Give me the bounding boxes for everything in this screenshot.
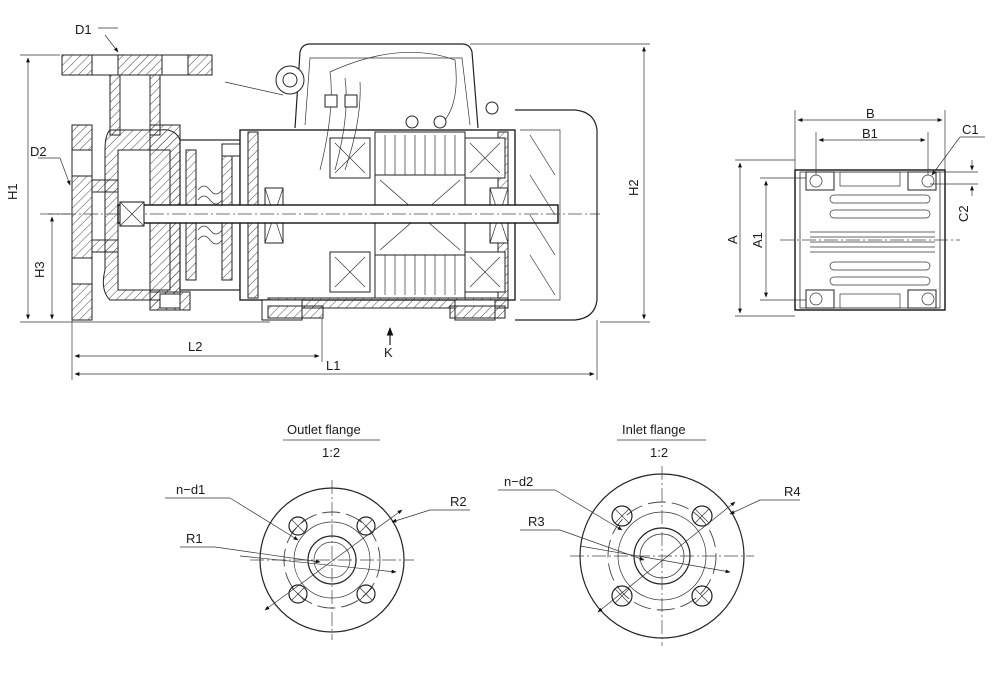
label-c1: C1 bbox=[962, 122, 979, 137]
label-h1: H1 bbox=[5, 183, 20, 200]
label-r1: R1 bbox=[186, 531, 203, 546]
label-a: A bbox=[725, 235, 740, 244]
motor-shaft bbox=[40, 201, 600, 227]
inlet-flange-scale: 1:2 bbox=[650, 445, 668, 460]
end-view bbox=[735, 110, 985, 317]
label-k: K bbox=[384, 345, 393, 360]
label-a1: A1 bbox=[750, 232, 765, 248]
label-h3: H3 bbox=[32, 261, 47, 278]
label-d1: D1 bbox=[75, 22, 92, 37]
side-view bbox=[20, 27, 650, 380]
label-nd2: n−d2 bbox=[504, 474, 533, 489]
label-r3: R3 bbox=[528, 514, 545, 529]
label-c2: C2 bbox=[956, 205, 971, 222]
inlet-flange-view bbox=[498, 439, 800, 646]
outlet-flange-top bbox=[61, 54, 213, 136]
cooling-fins bbox=[810, 194, 935, 286]
motor-body bbox=[239, 129, 516, 321]
label-b: B bbox=[866, 106, 875, 121]
label-l1: L1 bbox=[326, 358, 340, 373]
label-d2: D2 bbox=[30, 144, 47, 159]
label-l2: L2 bbox=[188, 339, 202, 354]
label-nd1: n−d1 bbox=[176, 482, 205, 497]
outlet-flange-view bbox=[165, 439, 470, 640]
dimensions-end bbox=[735, 110, 985, 317]
mounting-slots bbox=[805, 171, 937, 309]
inlet-flange-title: Inlet flange bbox=[622, 422, 686, 437]
label-h2: H2 bbox=[626, 179, 641, 196]
fan-cover bbox=[515, 109, 598, 321]
outlet-flange-title: Outlet flange bbox=[287, 422, 361, 437]
label-b1: B1 bbox=[862, 126, 878, 141]
label-r2: R2 bbox=[450, 494, 467, 509]
dimensions-side bbox=[20, 27, 650, 380]
label-r4: R4 bbox=[784, 484, 801, 499]
terminal-box bbox=[224, 43, 499, 171]
outlet-flange-scale: 1:2 bbox=[322, 445, 340, 460]
